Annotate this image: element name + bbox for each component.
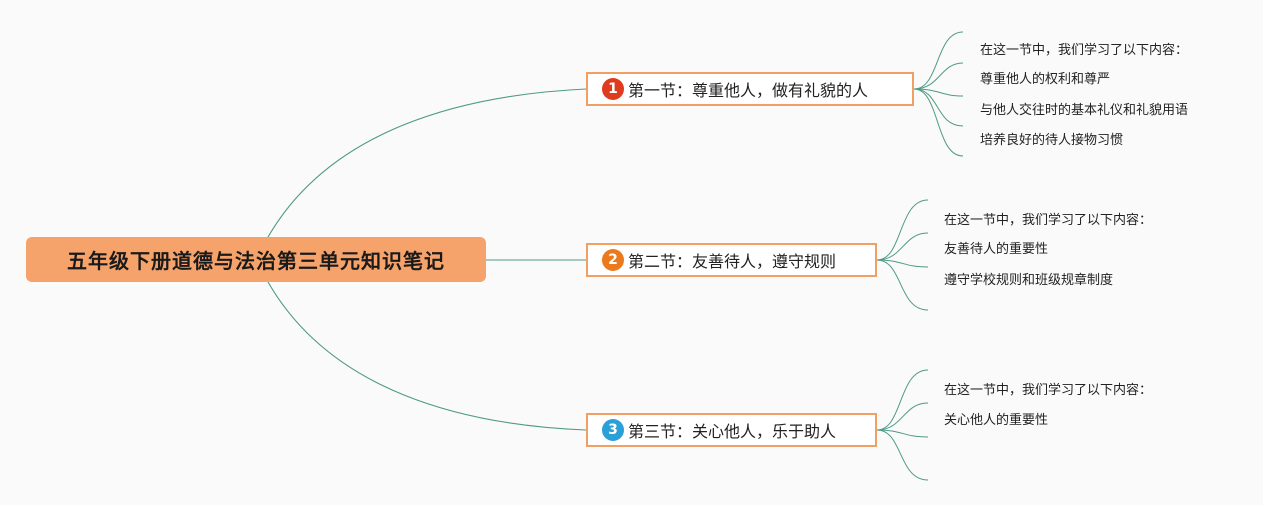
number-badge-1: 1 [602, 78, 624, 100]
root-topic[interactable]: 五年级下册道德与法治第三单元知识笔记 [26, 237, 486, 282]
section-2-point-3[interactable]: 遵守学校规则和班级规章制度 [944, 273, 1114, 288]
connector-s3-branch-2 [876, 402, 929, 431]
section-3-topic[interactable]: 3 第三节：关心他人，乐于助人 [586, 413, 877, 447]
connector-s3-branch-4 [876, 429, 929, 481]
connector-s1-branch-2 [913, 62, 964, 90]
section-1-topic[interactable]: 1 第一节：尊重他人，做有礼貌的人 [586, 72, 914, 106]
connector-root-section-3 [267, 281, 587, 431]
root-topic-label: 五年级下册道德与法治第三单元知识笔记 [67, 249, 445, 273]
number-badge-3: 3 [602, 419, 624, 441]
section-1-point-4[interactable]: 培养良好的待人接物习惯 [980, 133, 1124, 148]
section-2-point-2[interactable]: 友善待人的重要性 [944, 242, 1049, 257]
section-1-point-1[interactable]: 在这一节中，我们学习了以下内容： [980, 43, 1189, 58]
connector-s2-branch-2 [876, 232, 929, 261]
section-1-point-3[interactable]: 与他人交往时的基本礼仪和礼貌用语 [980, 103, 1189, 118]
connector-s1-branch-4 [913, 88, 964, 127]
section-2-title: 第二节：友善待人，遵守规则 [628, 252, 837, 271]
connector-root-section-1 [267, 88, 587, 238]
section-3-title: 第三节：关心他人，乐于助人 [628, 422, 837, 441]
connector-s1-branch-5 [913, 88, 964, 157]
connector-s1-branch-1 [913, 31, 964, 90]
section-3-point-2[interactable]: 关心他人的重要性 [944, 413, 1049, 428]
connector-s1-branch-3 [913, 88, 964, 97]
connector-s2-branch-1 [876, 199, 929, 261]
section-2-point-1[interactable]: 在这一节中，我们学习了以下内容： [944, 213, 1153, 228]
connector-s3-branch-1 [876, 369, 929, 431]
connector-s3-branch-3 [876, 429, 929, 438]
section-2-topic[interactable]: 2 第二节：友善待人，遵守规则 [586, 243, 877, 277]
section-3-point-1[interactable]: 在这一节中，我们学习了以下内容： [944, 383, 1153, 398]
connector-s2-branch-4 [876, 259, 929, 311]
section-1-title: 第一节：尊重他人，做有礼貌的人 [628, 81, 869, 100]
connector-s2-branch-3 [876, 259, 929, 268]
section-1-point-2[interactable]: 尊重他人的权利和尊严 [980, 72, 1111, 87]
number-badge-2: 2 [602, 249, 624, 271]
